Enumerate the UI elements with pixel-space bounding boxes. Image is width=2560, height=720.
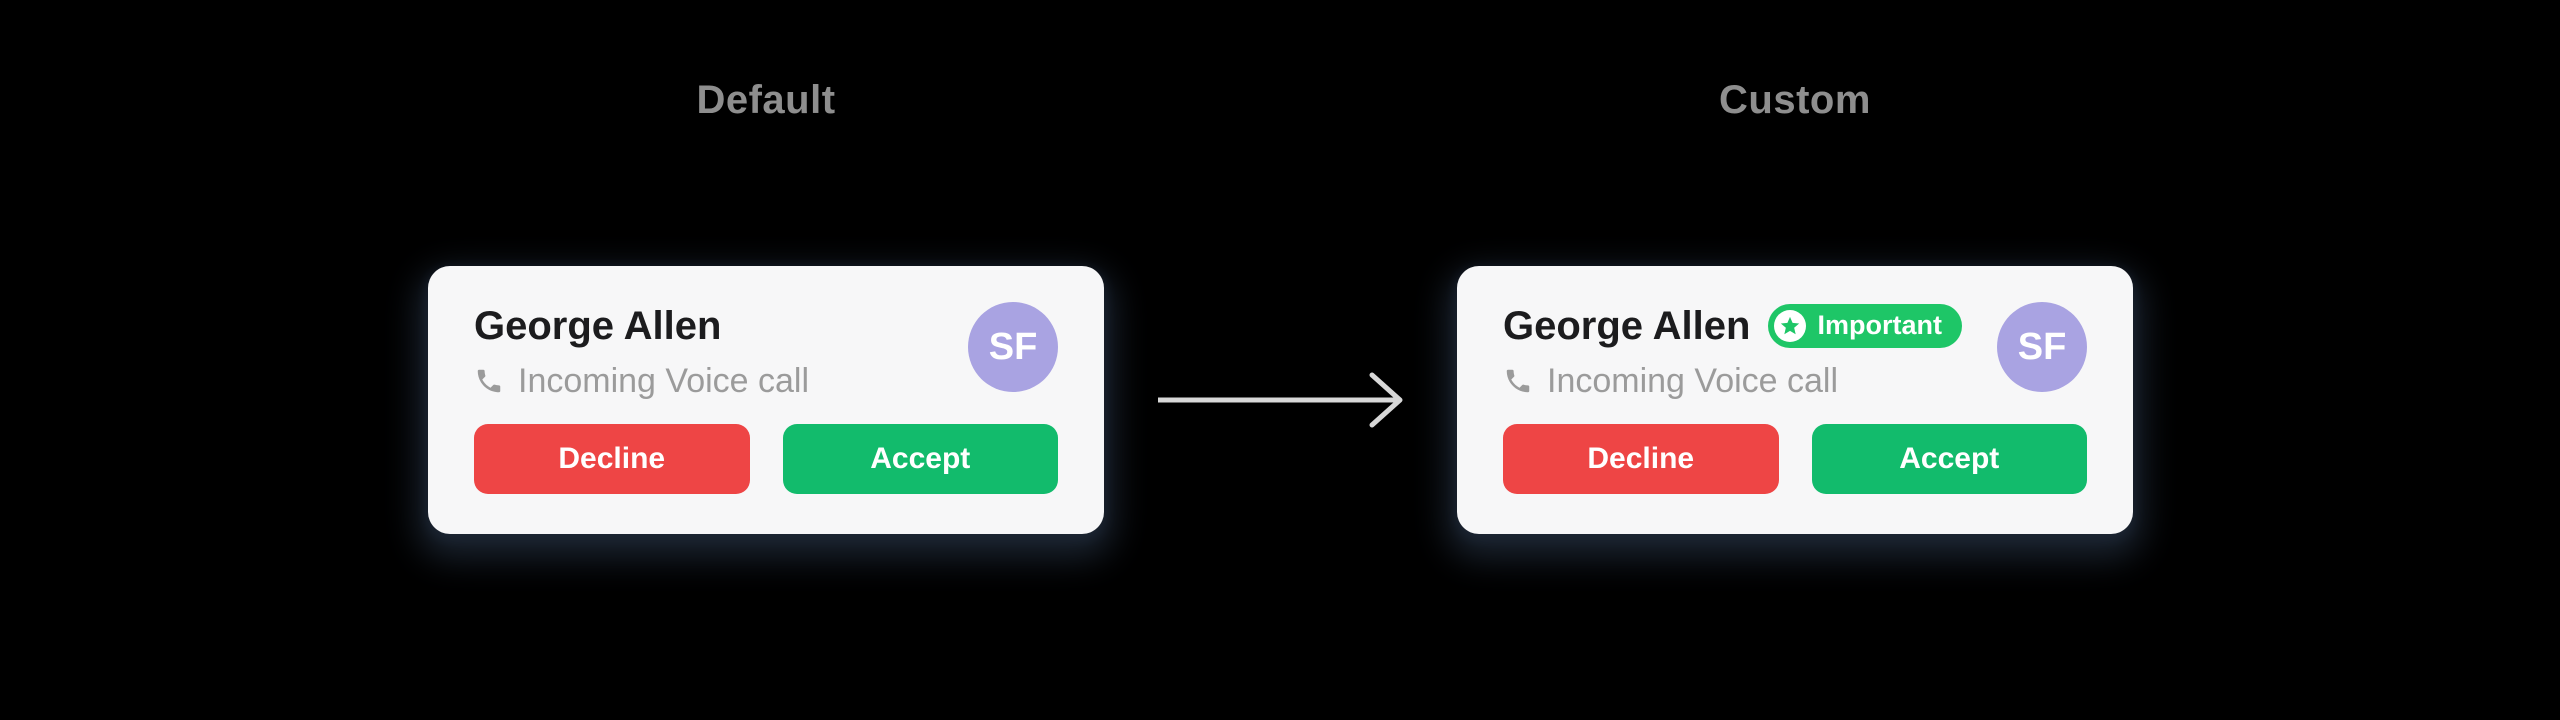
decline-button[interactable]: Decline — [474, 424, 750, 494]
caller-name: George Allen — [1503, 304, 1751, 348]
phone-receiver-icon — [1503, 366, 1533, 396]
accept-button[interactable]: Accept — [782, 424, 1058, 494]
name-row: George Allen — [474, 302, 809, 350]
caller-info: George Allen Incoming Voice call — [474, 302, 809, 403]
call-status-row: Incoming Voice call — [474, 359, 809, 403]
name-row: George Allen Important — [1503, 302, 1962, 350]
section-title-default: Default — [696, 78, 836, 122]
avatar: SF — [968, 302, 1058, 392]
call-action-buttons: Decline Accept — [1503, 424, 2087, 494]
important-badge: Important — [1768, 304, 1962, 348]
arrow-right-icon — [1150, 355, 1412, 445]
phone-receiver-icon — [474, 366, 504, 396]
accept-button[interactable]: Accept — [1811, 424, 2087, 494]
caller-info: George Allen Important — [1503, 302, 1962, 403]
call-action-buttons: Decline Accept — [474, 424, 1058, 494]
call-status-text: Incoming Voice call — [518, 362, 810, 400]
card-header: George Allen Important — [1503, 302, 2087, 403]
section-title-custom: Custom — [1719, 78, 1871, 122]
card-header: George Allen Incoming Voice call SF — [474, 302, 1058, 403]
call-notification-card-default: George Allen Incoming Voice call SF Decl… — [428, 266, 1104, 534]
avatar: SF — [1997, 302, 2087, 392]
caller-name: George Allen — [474, 304, 722, 348]
call-status-row: Incoming Voice call — [1503, 359, 1962, 403]
decline-button[interactable]: Decline — [1503, 424, 1779, 494]
call-status-text: Incoming Voice call — [1547, 362, 1839, 400]
call-notification-card-custom: George Allen Important — [1457, 266, 2133, 534]
badge-label: Important — [1817, 309, 1942, 340]
star-icon — [1774, 310, 1807, 342]
